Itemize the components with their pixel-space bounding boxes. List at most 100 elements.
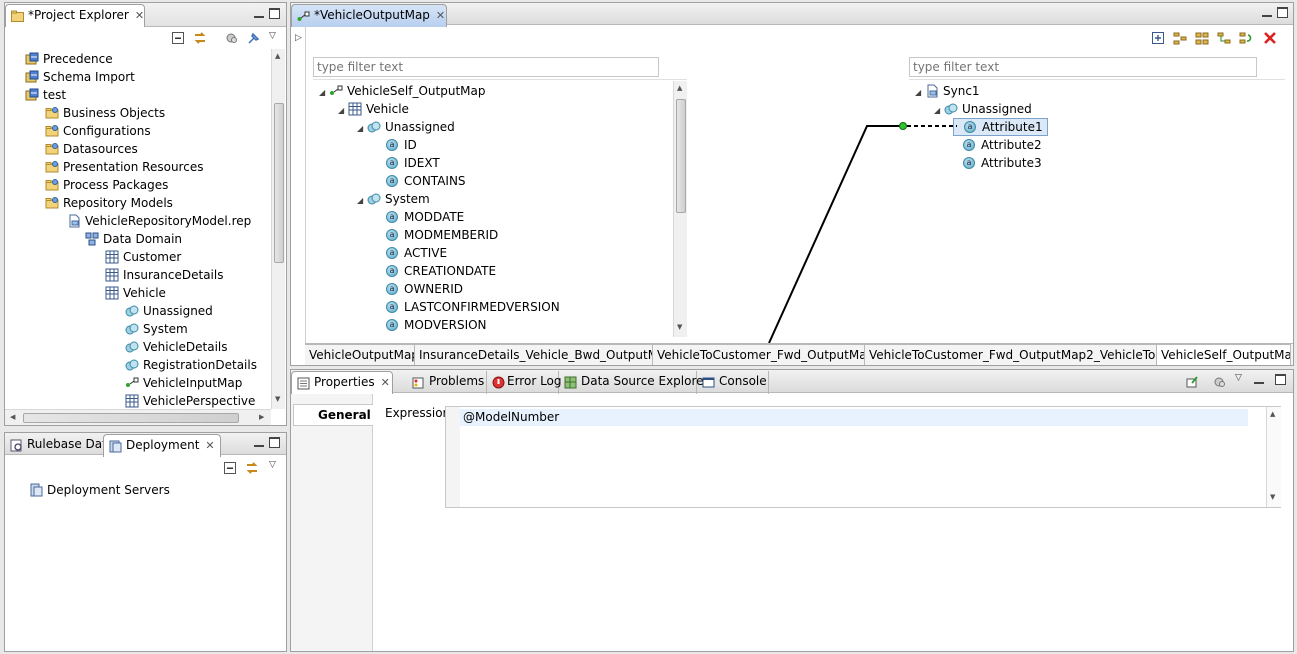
tree-item[interactable]: Customer xyxy=(105,248,181,266)
scroll-up-icon[interactable]: ▲ xyxy=(275,52,281,60)
editor-bottom-tab[interactable]: InsuranceDetails_Vehicle_Bwd_OutputMap1 xyxy=(415,344,653,365)
collapse-palette-icon[interactable]: ▷ xyxy=(295,33,302,43)
expression-editor[interactable]: @ModelNumber ▲ ▼ xyxy=(445,406,1281,508)
tab-deployment[interactable]: Deployment✕ xyxy=(103,434,221,457)
tab-project-explorer[interactable]: *Project Explorer✕ xyxy=(5,4,145,27)
tree-item[interactable]: VehiclePerspective xyxy=(125,392,255,409)
view-menu-icon[interactable]: ▽ xyxy=(269,31,276,41)
expand-twisty-icon[interactable]: ◢ xyxy=(319,88,326,97)
tab-console[interactable]: Console xyxy=(697,371,769,394)
scroll-down-icon[interactable]: ▼ xyxy=(677,323,683,331)
section-tab-general[interactable]: General xyxy=(293,404,373,426)
view-menu-icon[interactable]: ▽ xyxy=(269,460,276,470)
expand-twisty-icon[interactable]: ◢ xyxy=(338,106,345,115)
maximize-button[interactable] xyxy=(269,437,280,448)
tab-rulebase[interactable]: Rulebase Dat xyxy=(5,434,107,457)
close-icon[interactable]: ✕ xyxy=(435,9,446,22)
scroll-down-icon[interactable]: ▼ xyxy=(275,395,281,403)
tree-item[interactable]: Configurations xyxy=(45,122,151,140)
filter-icon[interactable] xyxy=(225,31,239,45)
scroll-left-icon[interactable]: ◀ xyxy=(10,413,16,421)
close-icon[interactable]: ✕ xyxy=(134,9,145,22)
tab-data-source-explorer[interactable]: Data Source Explorer xyxy=(559,371,708,394)
add-mapping-icon[interactable] xyxy=(1151,31,1165,45)
tab-vehicle-output-map[interactable]: *VehicleOutputMap✕ xyxy=(291,4,447,27)
left-tree-vscroll[interactable]: ▲ ▼ xyxy=(673,81,687,337)
project-explorer-vscroll[interactable]: ▲ ▼ xyxy=(271,49,285,409)
tree-item[interactable]: VehicleRepositoryModel.rep xyxy=(67,212,251,230)
scroll-up-icon[interactable]: ▲ xyxy=(1270,410,1276,418)
expression-text[interactable]: @ModelNumber xyxy=(463,410,560,424)
hscroll-thumb[interactable] xyxy=(23,413,239,423)
view-menu-icon[interactable]: ▽ xyxy=(1235,373,1242,383)
tree-item[interactable]: Precedence xyxy=(25,50,113,68)
tree-item[interactable]: Process Packages xyxy=(45,176,168,194)
refresh-layout-icon[interactable] xyxy=(1239,31,1253,45)
delete-icon[interactable] xyxy=(1263,31,1277,45)
mapping-tree-item[interactable]: ◢System xyxy=(357,190,430,208)
scroll-thumb[interactable] xyxy=(274,103,284,263)
tree-item[interactable]: RegistrationDetails xyxy=(125,356,257,374)
maximize-button[interactable] xyxy=(269,8,280,19)
mapping-tree-item[interactable]: aSTATE xyxy=(376,334,440,337)
collapse-all-icon[interactable] xyxy=(223,461,237,475)
close-icon[interactable]: ✕ xyxy=(380,376,390,389)
tree-item[interactable]: Datasources xyxy=(45,140,138,158)
scroll-thumb[interactable] xyxy=(676,99,686,213)
filter-icon[interactable] xyxy=(1213,375,1227,389)
minimize-button[interactable] xyxy=(253,437,265,449)
link-with-editor-icon[interactable] xyxy=(193,31,207,45)
maximize-button[interactable] xyxy=(1275,374,1286,385)
tree-item[interactable]: Unassigned xyxy=(125,302,213,320)
editor-bottom-tab[interactable]: VehicleToCustomer_Fwd_OutputMap2 xyxy=(653,344,865,365)
tree-item[interactable]: Repository Models xyxy=(45,194,173,212)
mapping-tree-item[interactable]: ◢VehicleSelf_OutputMap xyxy=(319,82,485,100)
tab-error-log[interactable]: Error Log xyxy=(487,371,562,394)
mapping-tree-item[interactable]: ◢Vehicle xyxy=(338,100,409,118)
editor-bottom-tab[interactable]: VehicleSelf_OutputMap xyxy=(1157,344,1291,365)
expand-twisty-icon[interactable]: ◢ xyxy=(357,196,364,205)
tree-item[interactable]: Presentation Resources xyxy=(45,158,203,176)
tab-problems[interactable]: Problems xyxy=(407,371,487,394)
mapping-tree-item[interactable]: ◢Unassigned xyxy=(934,100,1032,118)
tree-item[interactable]: Business Objects xyxy=(45,104,165,122)
expand-twisty-icon[interactable]: ◢ xyxy=(357,124,364,133)
mapping-tree-item[interactable]: ◢Unassigned xyxy=(357,118,455,136)
tree-item[interactable]: Schema Import xyxy=(25,68,135,86)
tree-item-deployment-servers[interactable]: Deployment Servers xyxy=(29,481,170,499)
pin-view-icon[interactable] xyxy=(1185,375,1199,389)
expand-twisty-icon[interactable]: ◢ xyxy=(915,88,922,97)
scroll-down-icon[interactable]: ▼ xyxy=(1270,493,1276,501)
tree-item[interactable]: Data Domain xyxy=(85,230,182,248)
tree-item[interactable]: test xyxy=(25,86,66,104)
tree-layout-icon[interactable] xyxy=(1173,31,1187,45)
minimize-button[interactable] xyxy=(253,8,265,20)
expand-twisty-icon[interactable]: ◢ xyxy=(934,106,941,115)
expression-vscroll[interactable]: ▲ ▼ xyxy=(1266,407,1281,507)
tree-item[interactable]: InsuranceDetails xyxy=(105,266,223,284)
left-filter-input[interactable] xyxy=(313,57,659,77)
tab-properties[interactable]: Properties✕ xyxy=(291,371,393,394)
close-icon[interactable]: ✕ xyxy=(205,439,215,452)
pin-icon[interactable] xyxy=(247,31,261,45)
maximize-button[interactable] xyxy=(1277,7,1288,18)
editor-bottom-tab[interactable]: VehicleToCustomer_Fwd_OutputMap2_Vehicle… xyxy=(865,344,1157,365)
link-layout-icon[interactable] xyxy=(1217,31,1231,45)
tree-item[interactable]: Vehicle xyxy=(105,284,166,302)
tree-item[interactable]: VehicleInputMap xyxy=(125,374,242,392)
tree-item[interactable]: System xyxy=(125,320,188,338)
minimize-button[interactable] xyxy=(1253,374,1265,386)
